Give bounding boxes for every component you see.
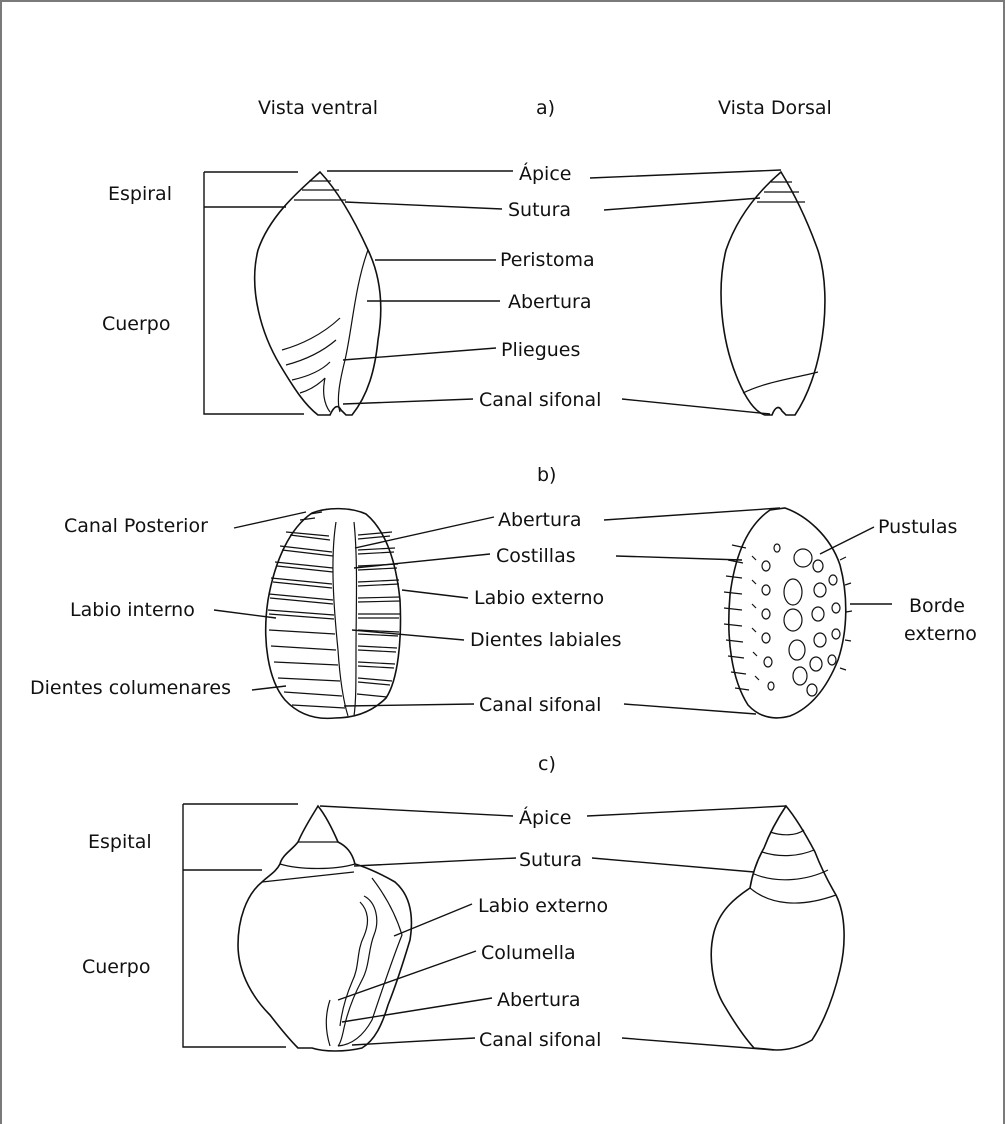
label-dientes-labiales: Dientes labiales bbox=[470, 629, 622, 651]
shell-a-ventral bbox=[255, 172, 381, 415]
label-abertura-c: Abertura bbox=[497, 989, 581, 1011]
shell-b-dorsal bbox=[724, 508, 852, 718]
label-externo: externo bbox=[904, 623, 977, 645]
label-pliegues: Pliegues bbox=[501, 339, 580, 361]
label-espital: Espital bbox=[88, 831, 152, 853]
label-sutura-a: Sutura bbox=[508, 199, 571, 221]
header-c: c) bbox=[538, 753, 556, 775]
label-canal-sifonal-c: Canal sifonal bbox=[479, 1029, 601, 1051]
label-espiral: Espiral bbox=[108, 183, 172, 205]
header-dorsal: Vista Dorsal bbox=[718, 97, 832, 119]
label-apice-c: Ápice bbox=[519, 806, 571, 829]
shell-c-ventral bbox=[238, 806, 411, 1051]
label-cuerpo-c: Cuerpo bbox=[82, 956, 151, 978]
header-a: a) bbox=[536, 97, 555, 119]
label-abertura-b: Abertura bbox=[498, 509, 582, 531]
label-canal-sifonal-a: Canal sifonal bbox=[479, 389, 601, 411]
shell-b-ventral bbox=[266, 509, 401, 719]
label-cuerpo-a: Cuerpo bbox=[102, 313, 171, 335]
shell-a-dorsal bbox=[721, 172, 825, 415]
label-borde: Borde bbox=[909, 595, 965, 617]
label-dientes-columenares: Dientes columenares bbox=[30, 677, 231, 699]
label-labio-interno: Labio interno bbox=[70, 599, 195, 621]
label-costillas: Costillas bbox=[496, 545, 576, 567]
label-sutura-c: Sutura bbox=[519, 849, 582, 871]
label-peristoma: Peristoma bbox=[500, 249, 595, 271]
label-apice-a: Ápice bbox=[519, 162, 571, 185]
label-canal-posterior: Canal Posterior bbox=[64, 515, 208, 537]
header-b: b) bbox=[537, 464, 556, 486]
header-ventral: Vista ventral bbox=[258, 97, 378, 119]
label-labio-externo-c: Labio externo bbox=[478, 895, 608, 917]
label-pustulas: Pustulas bbox=[878, 516, 957, 538]
label-canal-sifonal-b: Canal sifonal bbox=[479, 694, 601, 716]
shell-c-dorsal bbox=[711, 806, 844, 1050]
label-columella: Columella bbox=[481, 942, 576, 964]
label-abertura-a: Abertura bbox=[508, 291, 592, 313]
label-labio-externo-b: Labio externo bbox=[474, 587, 604, 609]
